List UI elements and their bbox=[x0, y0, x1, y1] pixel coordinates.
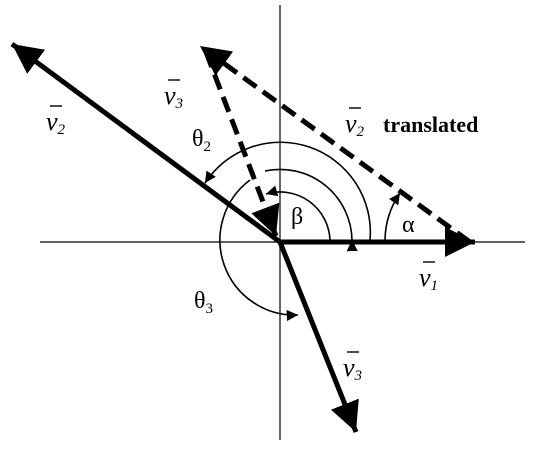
label-beta: β bbox=[291, 204, 303, 230]
label-v2-translated-base: v bbox=[345, 109, 357, 138]
label-v2-sub: 2 bbox=[58, 122, 66, 138]
svg-text:v1: v1 bbox=[419, 263, 438, 294]
label-v3-top-base: v bbox=[164, 81, 176, 110]
label-theta2-sub: 2 bbox=[204, 139, 212, 155]
label-theta2: θ2 bbox=[192, 126, 211, 155]
label-v3-top-sub: 3 bbox=[175, 96, 184, 112]
label-v3-bottom: v3 bbox=[343, 351, 362, 384]
label-alpha: α bbox=[402, 212, 415, 238]
label-v3-bottom-sub: 3 bbox=[354, 368, 363, 384]
vector-v3 bbox=[277, 241, 359, 433]
label-theta3-base: θ bbox=[194, 288, 206, 314]
svg-text:v2: v2 bbox=[46, 107, 66, 138]
vector-v3-dashed bbox=[203, 51, 280, 237]
vector-v2 bbox=[10, 41, 282, 245]
label-v2-translated: v2 translated bbox=[345, 107, 478, 140]
label-v1-sub: 1 bbox=[431, 278, 439, 294]
label-theta3-sub: 3 bbox=[206, 301, 214, 317]
label-v2-base: v bbox=[46, 107, 58, 136]
svg-text:v2: v2 bbox=[345, 109, 365, 140]
label-theta3: θ3 bbox=[194, 288, 213, 317]
label-v2: v2 bbox=[46, 105, 66, 138]
label-theta2-base: θ bbox=[192, 126, 204, 152]
arc-theta3 bbox=[219, 179, 299, 322]
svg-text:v3: v3 bbox=[343, 353, 362, 384]
arc-alpha bbox=[384, 192, 401, 241]
arc-beta bbox=[265, 185, 331, 241]
svg-text:v3: v3 bbox=[164, 81, 183, 112]
label-v3-bottom-base: v bbox=[343, 353, 355, 382]
label-translated-word: translated bbox=[383, 112, 478, 137]
label-v3-top: v3 bbox=[164, 79, 183, 112]
arc-theta2 bbox=[204, 141, 372, 241]
label-v1-base: v bbox=[419, 263, 431, 292]
vector-v2-translated bbox=[198, 43, 472, 245]
label-v1: v1 bbox=[419, 261, 438, 294]
arc-inner-beta bbox=[264, 168, 358, 252]
label-v2-translated-sub: 2 bbox=[357, 124, 365, 140]
